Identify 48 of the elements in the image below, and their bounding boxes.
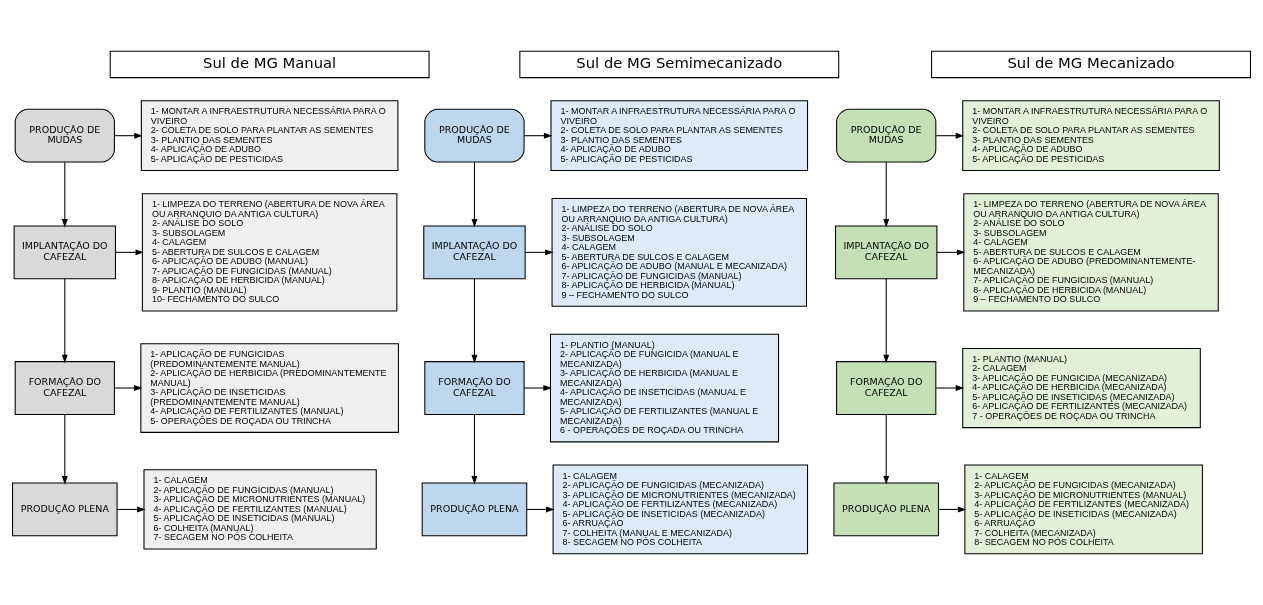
arrow	[883, 161, 890, 228]
arrow	[116, 506, 146, 513]
node-box: 1- LIMPEZA DO TERRENO (ABERTURA DE NOVA ÁREA OU ARRANQUIO DA ANTIGA CULTURA) 2- ANÁLISE DO SOLO 3- SUBSOLAGEM 4- CALAGEM 5- ABERTURA DE SULCOS E CALAGEM 6- APLICAÇÃO DE ADUBO (PREDOMINANTEMENTE-MECANIZADA) 7- APLICAÇÃO DE FUNGICIDAS (MANUAL) 8- APLICAÇÃO DE HERBICIDA (MANUAL) 9 – FECHAMENTO DO SULCO	[963, 193, 1219, 312]
node-box: PRODUÇÃO PLENA	[833, 482, 939, 537]
node-box: 1- CALAGEM 2- APLICAÇÃO DE FUNGICIDAS (MANUAL) 3- APLICAÇÃO DE MICRONUTRIENTES (MANUAL) 4- APLICAÇÃO DE FERTILIZANTES (MANUAL) 5- APLICAÇÃO DE INSETICIDAS (MANUAL) 6- COLHEITA (MANUAL) 7- SECAGEM NO PÓS COLHEITA	[143, 469, 377, 550]
arrow	[61, 161, 68, 228]
arrow	[471, 161, 478, 228]
arrow	[526, 506, 555, 513]
arrow	[523, 132, 553, 139]
node-box: 1- CALAGEM 2- APLICAÇÃO DE FUNGICIDAS (MECANIZADA) 3- APLICAÇÃO DE MICRONUTRIENTES (MECANIZADA) 4- APLICAÇÃO DE FERTILIZANTES (MECANIZADA) 5- APLICAÇÃO DE INSETICIDAS (MECANIZADA) 6- ARRUAÇÃO 7- COLHEITA (MANUAL E MECANIZADA) 8- SECAGEM NO PÓS COLHEITA	[552, 464, 809, 555]
arrow	[883, 414, 890, 485]
node-box: Sul de MG Semimecanizado	[519, 50, 840, 79]
arrow	[471, 414, 478, 485]
arrow	[61, 414, 68, 485]
node-box: IMPLANTAÇÃO DO CAFEZAL	[835, 225, 938, 280]
node-box: 1- MONTAR A INFRAESTRUTURA NECESSÁRIA PARA O VIVEIRO 2- COLETA DE SOLO PARA PLANTAR AS SEMENTES 3- PLANTIO DAS SEMENTES 4- APLICAÇÃO DE ADUBO 5- APLICAÇÃO DE PESTICIDAS	[962, 100, 1220, 172]
arrow	[114, 132, 143, 139]
node-box: 1- LIMPEZA DO TERRENO (ABERTURA DE NOVA ÁREA OU ARRANQUIO DA ANTIGA CULTURA) 2- ANÁLISE DO SOLO 3- SUBSOLAGEM 4- CALAGEM 5- ABERTURA DE SULCOS E CALAGEM 6- APLICAÇÃO DE ADUBO (MANUAL) 7- APLICAÇÃO DE FUNGICIDAS (MANUAL) 8- APLICAÇÃO DE HERBICIDA (MANUAL) 9- PLANTIO (MANUAL) 10- FECHAMENTO DO SULCO	[141, 193, 398, 312]
node-box: 1- MONTAR A INFRAESTRUTURA NECESSÁRIA PARA O VIVEIRO 2- COLETA DE SOLO PARA PLANTAR AS SEMENTES 3- PLANTIO DAS SEMENTES 4- APLICAÇÃO DE ADUBO 5- APLICAÇÃO DE PESTICIDAS	[140, 100, 399, 172]
arrow	[523, 385, 552, 391]
node-box: IMPLANTAÇÃO DO CAFEZAL	[13, 225, 116, 280]
node-box: PRODUÇÃO DE MUDAS	[424, 108, 525, 163]
node-box: Sul de MG Manual	[109, 50, 430, 79]
arrow	[936, 249, 966, 256]
node-box: FORMAÇÃO DO CAFEZAL	[424, 361, 525, 415]
arrow	[61, 278, 68, 364]
node-box: 1- APLICAÇÃO DE FUNGICIDAS (PREDOMINANTEMENTE MANUAL) 2- APLICAÇÃO DE HERBICIDA (PREDOMINANTEMENTE MANUAL) 3- APLICAÇÃO DE INSETICIDAS (PREDOMINANTEMENTE MANUAL) 4- APLICAÇÃO DE FERTILIZANTES (MANUAL) 5- OPERAÇÕES DE ROÇADA OU TRINCHA	[140, 343, 399, 433]
node-box: Sul de MG Mecanizado	[931, 50, 1251, 79]
node-box: 1- CALAGEM 2- APLICAÇÃO DE FUNGICIDAS (MECANIZADA) 3- APLICAÇÃO DE MICRONUTRIENTES (MANUAL) 4- APLICAÇÃO DE FERTILIZANTES (MECANIZADA) 5- APLICAÇÃO DE INSETICIDAS (MECANIZADA) 6- ARRUAÇÃO 7- COLHEITA (MECANIZADA) 8- SECAGEM NO PÓS COLHEITA	[964, 464, 1203, 555]
arrow	[471, 278, 478, 364]
node-box: FORMAÇÃO DO CAFEZAL	[836, 361, 937, 415]
arrow	[938, 506, 967, 513]
node-box: PRODUÇÃO PLENA	[12, 482, 118, 537]
node-box: IMPLANTAÇÃO DO CAFEZAL	[423, 225, 526, 280]
node-box: 1- MONTAR A INFRAESTRUTURA NECESSÁRIA PARA O VIVEIRO 2- COLETA DE SOLO PARA PLANTAR AS SEMENTES 3- PLANTIO DAS SEMENTES 4- APLICAÇÃO DE ADUBO 5- APLICAÇÃO DE PESTICIDAS	[550, 100, 809, 172]
node-box: FORMAÇÃO DO CAFEZAL	[14, 361, 115, 415]
arrow	[883, 278, 890, 364]
arrow	[524, 249, 554, 256]
node-box: PRODUÇÃO PLENA	[421, 482, 528, 537]
node-box: 1- PLANTIO (MANUAL) 2- CALAGEM 3- APLICAÇÃO DE FUNGICIDA (MECANIZADA) 4- APLICAÇÃO DE HERBICIDA (MECANIZADA) 5- APLICAÇÃO DE INSETICIDAS (MECANIZADA) 6- APLICAÇÃO DE FERTILIZANTES (MECANIZADA) 7 - OPERAÇÕES DE ROÇADA OU TRINCHA	[962, 347, 1201, 429]
arrow	[114, 385, 143, 391]
node-box: 1- LIMPEZA DO TERRENO (ABERTURA DE NOVA ÁREA OU ARRANQUIO DA ANTIGA CULTURA) 2- ANÁLISE DO SOLO 3- SUBSOLAGEM 4- CALAGEM 5- ABERTURA DE SULCOS E CALAGEM 6- APLICAÇÃO DE ADUBO (MANUAL E MECANIZADA) 7- APLICAÇÃO DE FUNGICIDAS (MANUAL) 8- APLICAÇÃO DE HERBICIDA (MANUAL) 9 – FECHAMENTO DO SULCO	[551, 198, 808, 307]
arrow	[115, 249, 144, 256]
arrow	[935, 385, 965, 391]
node-box: 1- PLANTIO (MANUAL) 2- APLICAÇÃO DE FUNGICIDA (MANUAL E MECANIZADA) 3- APLICAÇÃO DE HERBICIDA (MANUAL E MECANIZADA) 4- APLICAÇÃO DE INSETICIDAS (MANUAL E MECANIZADA) 5- APLICAÇÃO DE FERTILIZANTES (MANUAL E MECANIZADA) 6 - OPERAÇÕES DE ROÇADA OU TRINCHA	[549, 333, 780, 443]
arrow	[935, 132, 965, 139]
node-box: PRODUÇÃO DE MUDAS	[14, 108, 115, 163]
node-box: PRODUÇÃO DE MUDAS	[836, 108, 937, 163]
